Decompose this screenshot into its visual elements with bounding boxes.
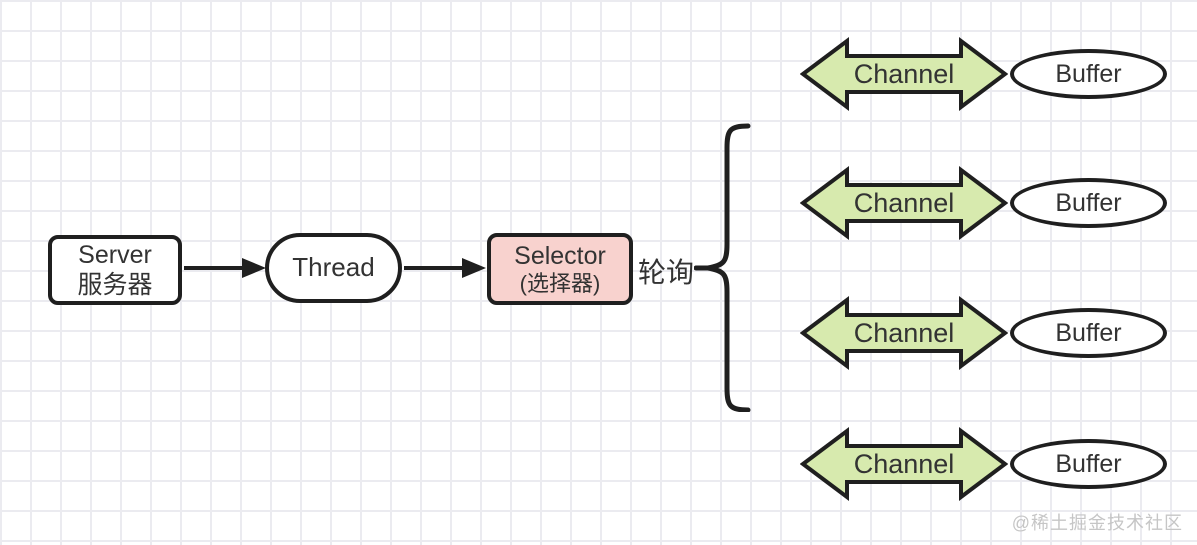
buffer-node-4: Buffer (1010, 439, 1167, 489)
channel-label: Channel (854, 449, 955, 479)
server-node: Server 服务器 (48, 235, 182, 305)
channel-arrow-2: Channel (800, 166, 1008, 240)
buffer-label: Buffer (1055, 59, 1122, 88)
curly-brace (694, 123, 751, 412)
channel-arrow-3: Channel (800, 296, 1008, 370)
selector-node: Selector (选择器) (487, 233, 633, 305)
buffer-node-2: Buffer (1010, 178, 1167, 228)
channel-arrow-4: Channel (800, 427, 1008, 501)
thread-node: Thread (265, 233, 402, 303)
buffer-label: Buffer (1055, 449, 1122, 478)
thread-to-selector-arrow (404, 258, 486, 278)
watermark: @稀土掘金技术社区 (1011, 513, 1183, 533)
channel-label: Channel (854, 59, 955, 89)
server-subtitle: 服务器 (77, 271, 153, 299)
selector-title: Selector (514, 241, 606, 270)
channel-label: Channel (854, 318, 955, 348)
server-title: Server (78, 241, 152, 269)
channel-arrow-1: Channel (800, 37, 1008, 111)
channel-label: Channel (854, 188, 955, 218)
buffer-node-1: Buffer (1010, 49, 1167, 99)
buffer-label: Buffer (1055, 188, 1122, 217)
buffer-label: Buffer (1055, 318, 1122, 347)
double-arrow-shape (800, 37, 1008, 111)
polling-label: 轮询 (638, 257, 695, 288)
selector-subtitle: (选择器) (519, 270, 601, 296)
double-arrow-shape (800, 296, 1008, 370)
buffer-node-3: Buffer (1010, 308, 1167, 358)
server-to-thread-arrow (184, 258, 266, 278)
thread-label: Thread (292, 252, 375, 283)
double-arrow-shape (800, 427, 1008, 501)
arrow-head-icon (242, 258, 266, 278)
double-arrow-shape (800, 166, 1008, 240)
brace-path (707, 123, 751, 412)
arrow-head-icon (462, 258, 486, 278)
